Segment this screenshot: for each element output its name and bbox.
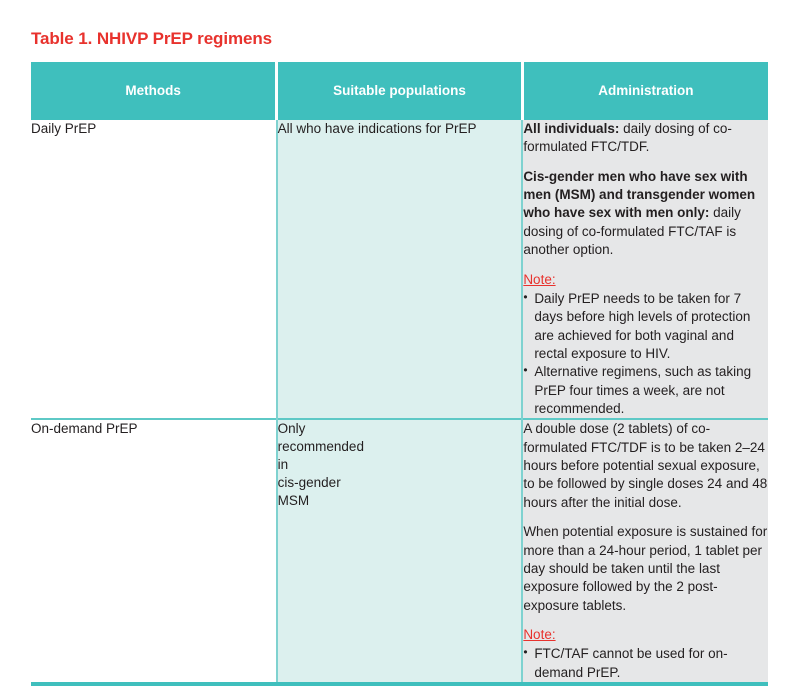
cell-population: Only recommended in cis-gender MSM (276, 418, 524, 686)
column-header-administration: Administration (522, 62, 768, 120)
page-title: Table 1. NHIVP PrEP regimens (31, 29, 272, 48)
admin-paragraph-lead: Cis-gender men who have sex with men (MS… (523, 168, 756, 221)
admin-paragraph: Cis-gender men who have sex with men (MS… (523, 168, 768, 260)
column-header-methods: Methods (31, 62, 279, 120)
cell-population: All who have indications for PrEP (276, 120, 524, 420)
admin-paragraph-rest: A double dose (2 tablets) of co-formulat… (523, 421, 768, 510)
cell-administration: All individuals: daily dosing of co-form… (522, 120, 768, 420)
admin-paragraph-rest: daily dosing of co-formulated FTC/TDF. (523, 121, 732, 155)
note-label: Note: (523, 626, 556, 642)
admin-paragraph: When potential exposure is sustained for… (523, 523, 768, 615)
prep-regimens-table: Methods Suitable populations Administrat… (31, 62, 768, 686)
cell-method: On-demand PrEP (31, 418, 278, 686)
page-root: Table 1. NHIVP PrEP regimens Methods Sui… (0, 0, 800, 649)
note-list: FTC/TAF cannot be used for on-demand PrE… (523, 644, 768, 682)
list-item: FTC/TAF cannot be used for on-demand PrE… (523, 644, 768, 682)
admin-paragraph-lead: All individuals: (523, 121, 620, 136)
table-row: On-demand PrEP Only recommended in cis-g… (31, 418, 768, 686)
admin-paragraph: A double dose (2 tablets) of co-formulat… (523, 420, 768, 512)
admin-paragraph-rest: daily dosing of co-formulated FTC/TAF is… (523, 205, 741, 258)
admin-paragraph: All individuals: daily dosing of co-form… (523, 120, 768, 157)
list-item: Daily PrEP needs to be taken for 7 days … (523, 289, 768, 363)
table-row: Daily PrEP All who have indications for … (31, 120, 768, 420)
admin-paragraph-rest: When potential exposure is sustained for… (523, 524, 768, 613)
list-item: Alternative regimens, such as taking PrE… (523, 362, 768, 418)
note-list: Daily PrEP needs to be taken for 7 days … (523, 289, 768, 419)
cell-administration: A double dose (2 tablets) of co-formulat… (522, 418, 768, 686)
note-label: Note: (523, 271, 556, 287)
table-header-row: Methods Suitable populations Administrat… (31, 62, 768, 120)
column-header-suitable-populations: Suitable populations (276, 62, 524, 120)
cell-method: Daily PrEP (31, 120, 278, 420)
